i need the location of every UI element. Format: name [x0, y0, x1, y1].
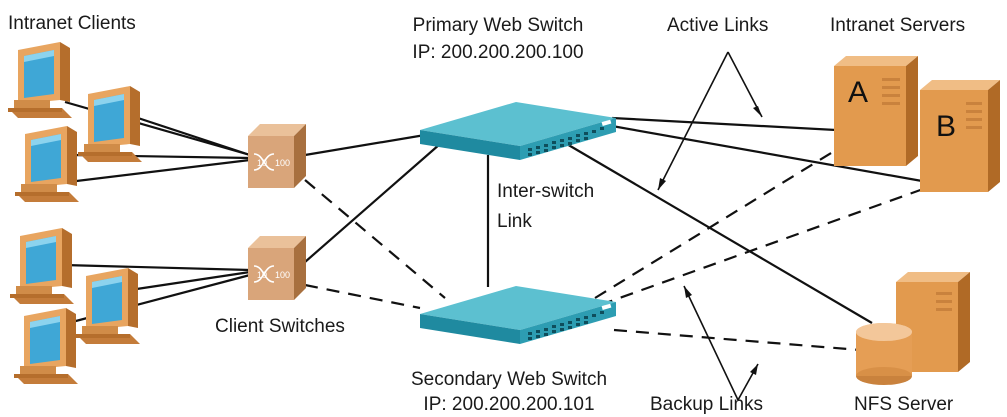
client-switch-top: 10 100: [247, 123, 307, 189]
inter-switch-link-label: Link: [497, 211, 532, 232]
computer-icon: [8, 42, 72, 118]
intranet-servers-label: Intranet Servers: [830, 15, 966, 36]
primary-web-switch: [420, 102, 616, 160]
arrow-heads: [658, 106, 762, 375]
pointer-arrows: [657, 51, 763, 401]
computer-icon: [14, 308, 78, 384]
nfs-server: [856, 272, 970, 385]
server-b: B: [920, 80, 1000, 192]
backup-links-label: Backup Links: [650, 394, 764, 415]
server-b-letter: B: [936, 110, 956, 143]
inter-switch-label: Inter-switch: [497, 181, 595, 202]
computer-icon: [15, 126, 79, 202]
client-switch-icon: [247, 123, 307, 189]
switch-mark-right: 100: [275, 270, 290, 280]
client-switch-icon: [247, 235, 307, 301]
computer-icon: [10, 228, 74, 304]
web-switch-icon: [420, 102, 616, 160]
switch-mark-left: 10: [257, 270, 267, 280]
client-switch-bottom: 10 100: [247, 235, 307, 301]
client-switches-label: Client Switches: [215, 316, 345, 337]
secondary-ip-label: IP: 200.200.200.101: [423, 394, 595, 415]
primary-ip-label: IP: 200.200.200.100: [412, 42, 584, 63]
backup-links: [304, 149, 927, 352]
secondary-switch-label: Secondary Web Switch: [410, 369, 608, 390]
switch-mark-right: 100: [275, 158, 290, 168]
intranet-clients-label: Intranet Clients: [8, 13, 136, 34]
primary-switch-label: Primary Web Switch: [412, 15, 584, 36]
server-a-letter: A: [848, 76, 868, 109]
computer-icon: [78, 86, 142, 162]
intranet-clients-top: [8, 42, 142, 202]
computer-icon: [76, 268, 140, 344]
intranet-clients-bottom: [10, 228, 140, 384]
web-switch-icon: [420, 286, 616, 344]
server-a: A: [834, 56, 918, 166]
secondary-web-switch: [420, 286, 616, 344]
active-links-label: Active Links: [667, 15, 769, 36]
nfs-server-label: NFS Server: [854, 394, 954, 415]
switch-mark-left: 10: [257, 158, 267, 168]
